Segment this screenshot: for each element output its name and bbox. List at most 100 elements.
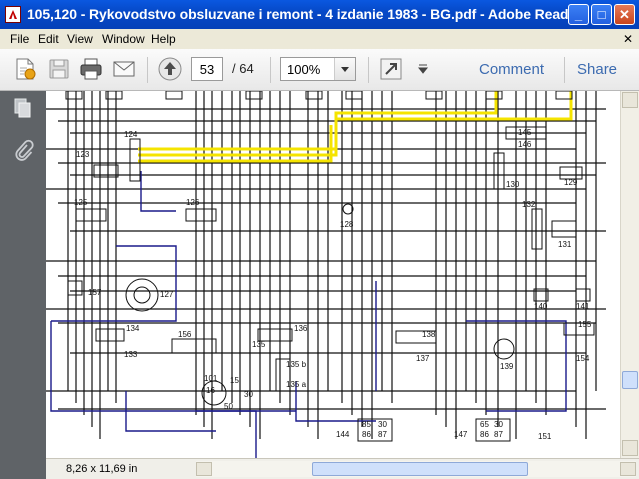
relay-144 [357,418,393,442]
horizontal-scroll-thumb[interactable] [312,462,528,476]
menu-file[interactable]: File [10,32,30,46]
diagram-label: 130 [506,180,520,189]
diagram-label: 133 [124,350,138,359]
document-close-icon[interactable]: ✕ [622,32,633,46]
lamp-128 [342,203,354,215]
diagram-label: 30 [494,420,503,429]
scroll-left-arrow[interactable] [196,462,212,476]
horn-127-inner [133,286,151,304]
connector-145 [505,126,547,140]
scroll-right-arrow[interactable] [620,462,636,476]
diagram-label: 86 [362,430,371,439]
connector-130 [493,152,505,190]
top-connector [485,91,503,100]
diagram-label: 101 [204,374,218,383]
zoom-select[interactable]: 100% [280,57,356,81]
diagram-label: 85 [362,420,371,429]
diagram-label: 141 [576,302,590,311]
diagram-label: 30 [244,390,253,399]
connector-132 [531,208,543,250]
menu-edit[interactable]: Edit [38,32,59,46]
title-bar: 105,120 - Rykovodstvo obsluzvane i remon… [0,0,639,29]
create-pdf-icon[interactable] [12,56,38,82]
status-bar: 8,26 x 11,69 in [46,458,639,479]
previous-page-icon[interactable] [157,56,183,82]
connector-124 [129,138,141,182]
diagram-label: 30 [378,420,387,429]
diagram-label: 139 [500,362,514,371]
diagram-label: 154 [576,354,590,363]
email-icon[interactable] [111,56,137,82]
top-connector [105,91,123,100]
diagram-label: 15 [230,376,239,385]
diagram-label: 50 [224,402,233,411]
share-button[interactable]: Share [577,61,618,78]
connector-136 [257,328,293,342]
lamp-139 [493,338,515,360]
comment-button[interactable]: Comment [479,61,545,78]
diagram-label: 86 [480,430,489,439]
connector-134 [95,328,125,342]
top-connector [555,91,573,100]
diagram-label: 147 [454,430,468,439]
scroll-up-arrow[interactable] [622,92,638,108]
diagram-label: 65 [480,420,489,429]
chevron-down-icon[interactable] [334,58,355,80]
diagram-label: 157 [88,288,102,297]
component-141 [575,288,591,302]
top-connector [65,91,83,100]
connector-138 [395,330,437,344]
page-total: / 64 [232,61,254,76]
menu-bar: File Edit View Window Help ✕ [0,29,639,49]
component-123 [93,164,119,178]
component-125 [75,208,107,222]
page-number-input[interactable]: 53 [191,57,223,81]
toolbar: 53 / 64 100% Comment Share [0,49,639,91]
wire-blue [295,381,376,422]
wire-yellow [138,125,333,163]
diagram-label: 146 [518,140,532,149]
diagram-label: 126 [186,198,200,207]
menu-view[interactable]: View [67,32,93,46]
fit-page-icon[interactable] [378,56,404,82]
page-thumbnails-icon[interactable] [12,97,34,119]
component-126 [185,208,217,222]
save-icon[interactable] [46,56,72,82]
vertical-scroll-thumb[interactable] [622,371,638,389]
diagram-label: 128 [340,220,354,229]
diagram-label: 87 [494,430,503,439]
diagram-label: 144 [336,430,350,439]
wire-blue [125,391,216,432]
attachments-paperclip-icon[interactable] [12,139,34,161]
wire-blue [466,320,567,412]
vertical-scrollbar[interactable] [620,91,639,458]
toolbar-menu-icon[interactable] [410,56,436,82]
horizontal-scrollbar[interactable] [196,461,636,477]
horn-127 [125,278,159,312]
diagram-label: 138 [422,330,436,339]
scroll-down-arrow[interactable] [622,440,638,456]
close-button[interactable]: ✕ [614,4,635,25]
wire-yellow [138,91,573,157]
wire-blue [50,321,257,458]
diagram-label: 134 [126,324,140,333]
connector-155 [563,322,595,336]
menu-help[interactable]: Help [151,32,176,46]
top-connector [425,91,443,100]
print-icon[interactable] [78,56,104,82]
diagram-label: 136 [294,324,308,333]
diagram-label: 123 [76,150,90,159]
component-156 [171,338,217,354]
menu-window[interactable]: Window [102,32,145,46]
top-connector [245,91,263,100]
wire-blue [140,171,176,212]
component-129 [559,166,583,180]
maximize-button[interactable]: □ [591,4,612,25]
minimize-button[interactable]: _ [568,4,589,25]
diagram-label: 135 [252,340,266,349]
diagram-label: 127 [160,290,174,299]
top-connector [305,91,323,100]
top-connector [345,91,363,100]
